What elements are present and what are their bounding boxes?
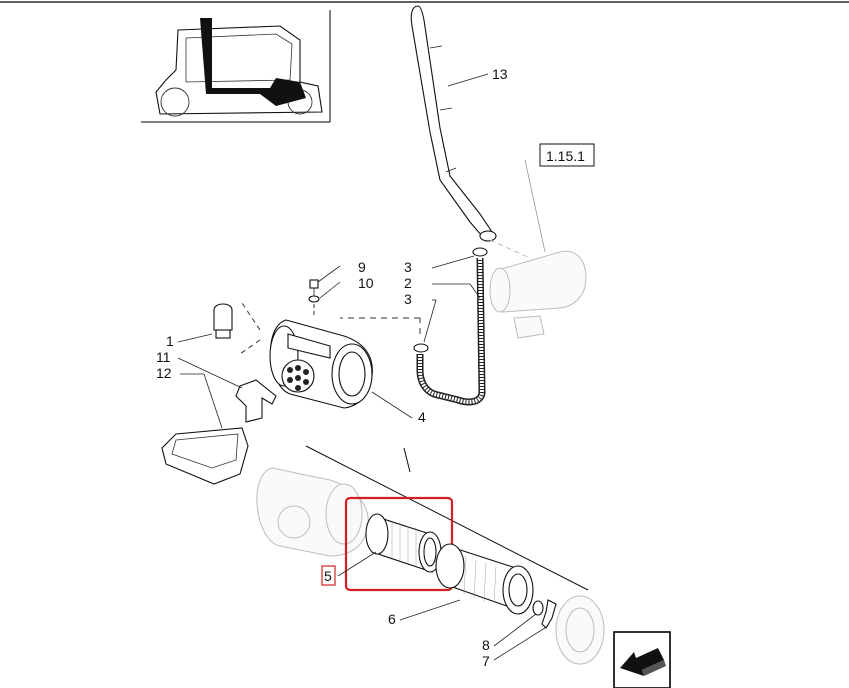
wingnut-and-washer	[532, 599, 557, 629]
label-3a: 3	[404, 259, 412, 275]
label-13: 13	[492, 66, 508, 82]
label-5-box	[321, 565, 336, 586]
back-nav-button[interactable]	[613, 631, 671, 688]
inner-filter-element	[365, 513, 442, 573]
flex-hose	[340, 247, 488, 406]
label-5: 5	[324, 568, 332, 584]
sensor-part	[213, 303, 233, 339]
label-11: 11	[156, 349, 171, 365]
cover-ghost	[555, 595, 605, 665]
label-9: 9	[358, 259, 366, 275]
label-6: 6	[388, 611, 396, 627]
label-1: 1	[166, 333, 174, 349]
arrow-left-icon	[620, 648, 666, 676]
exhaust-pipe	[410, 5, 497, 242]
intake-highlight-shape	[200, 18, 306, 106]
reference-box[interactable]: 1.15.1	[539, 143, 595, 167]
label-4: 4	[418, 409, 426, 425]
tractor-thumbnail	[141, 10, 331, 123]
bracket-part	[235, 379, 277, 423]
filter-housing	[239, 299, 373, 409]
label-12: 12	[156, 365, 172, 381]
outer-filter-element	[435, 543, 534, 615]
muffler-ghost	[489, 159, 587, 339]
shield-part	[161, 427, 249, 485]
reference-label: 1.15.1	[546, 148, 585, 164]
label-3b: 3	[404, 291, 412, 307]
housing-ghost	[256, 467, 369, 557]
bolt-and-washer	[308, 279, 320, 318]
label-8: 8	[482, 637, 490, 653]
label-2: 2	[404, 275, 412, 291]
label-7: 7	[482, 653, 490, 669]
leader-lines	[177, 73, 549, 661]
label-10: 10	[358, 275, 374, 291]
exploded-frame	[305, 445, 589, 591]
